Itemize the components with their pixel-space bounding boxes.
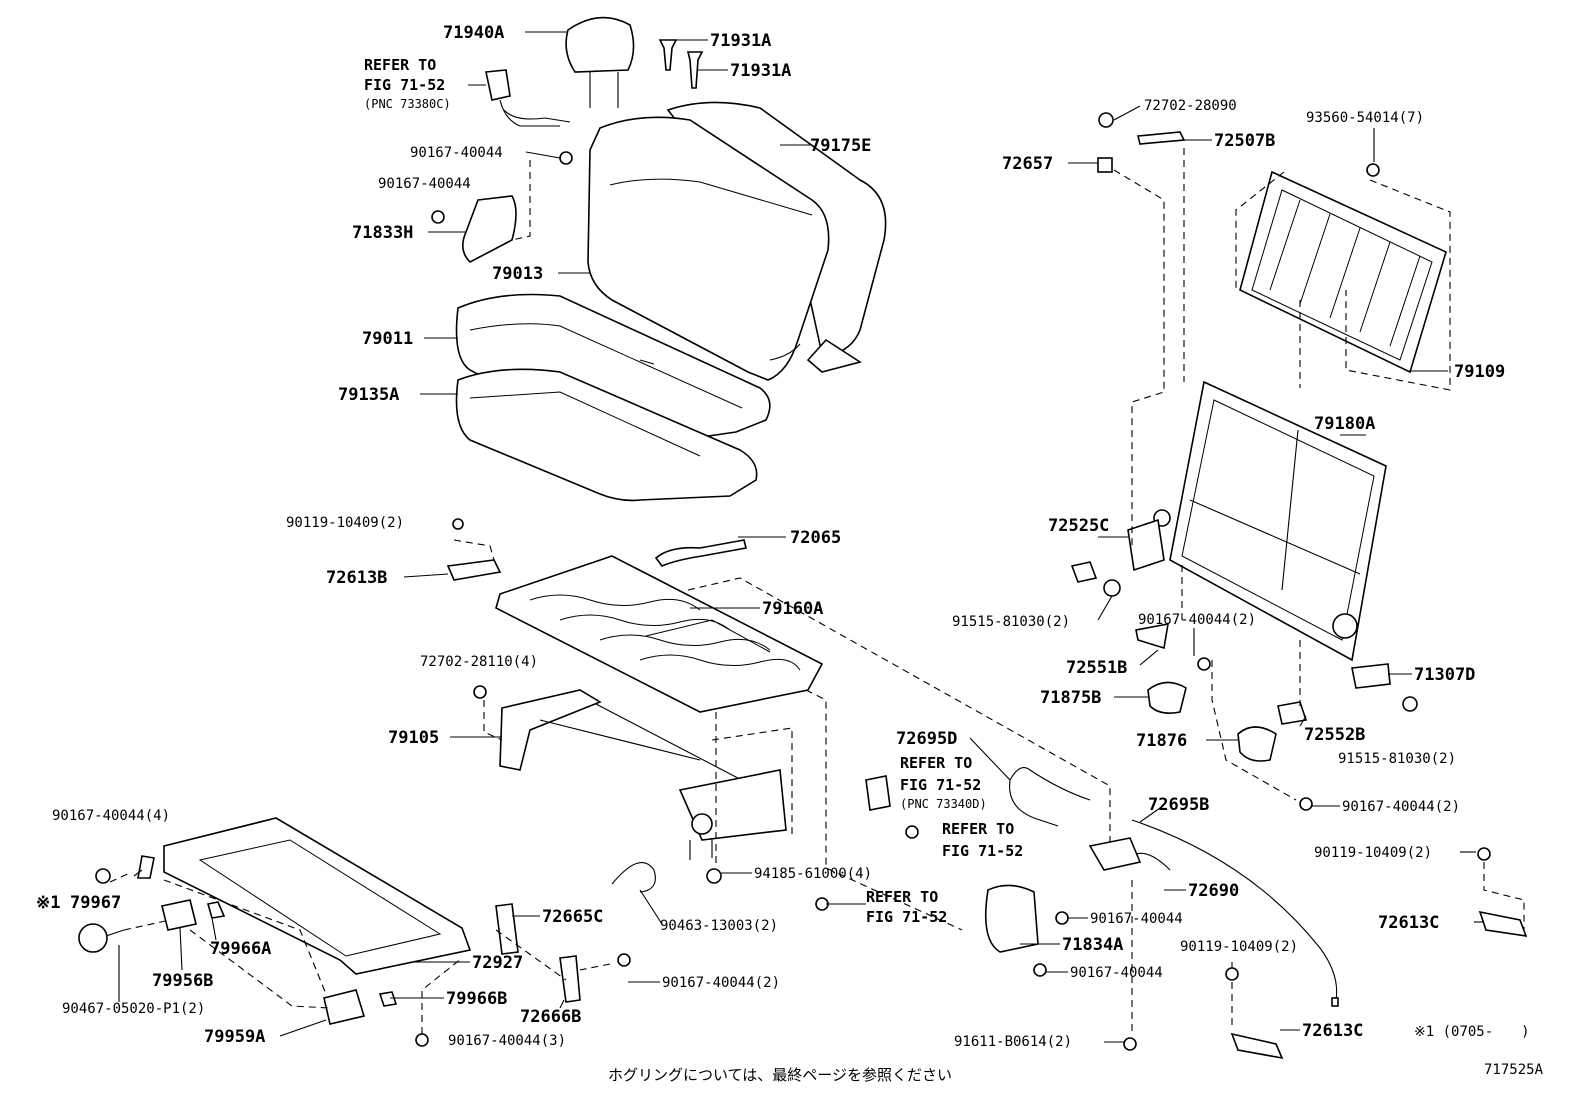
label-72695B[interactable]: 72695B [1148,795,1209,815]
refer-seatbelt-line2[interactable]: FIG 71-52 [364,76,445,94]
part-labels: 71940A 71931A 71931A 79175E REFER TO FIG… [36,23,1544,1084]
label-79109[interactable]: 79109 [1454,362,1505,382]
label-71940A[interactable]: 71940A [443,23,504,43]
label-71931A-lower[interactable]: 71931A [730,61,791,81]
seat-frame-drawing [495,555,824,713]
cable-72695b-drawing [1131,819,1339,1007]
label-72665C[interactable]: 72665C [542,907,603,927]
label-90467-05020[interactable]: 90467-05020-P1(2) [62,1001,205,1017]
label-79135A[interactable]: 79135A [338,385,399,405]
label-90119-10409-a[interactable]: 90119-10409(2) [286,515,404,531]
label-72657[interactable]: 72657 [1002,154,1053,174]
refer-bolt-mid-line1: REFER TO [866,888,938,906]
label-93560-54014[interactable]: 93560-54014(7) [1306,110,1424,126]
label-90167-40044-3[interactable]: 90167-40044(3) [448,1033,566,1049]
label-90167-40044-2b[interactable]: 90167-40044(2) [1342,799,1460,815]
label-90167-40044-b[interactable]: 90167-40044 [378,176,471,192]
refer-bolt-mid-line2[interactable]: FIG 71-52 [866,908,947,926]
label-90167-40044-c[interactable]: 90167-40044 [1090,911,1183,927]
label-91515-81030-b[interactable]: 91515-81030(2) [1338,751,1456,767]
label-79959A[interactable]: 79959A [204,1027,265,1047]
label-90463-13003[interactable]: 90463-13003(2) [660,918,778,934]
label-79967[interactable]: 79967 [70,893,121,913]
label-72525C[interactable]: 72525C [1048,516,1109,536]
note-marker: ※1 (0705- ) [1414,1024,1530,1040]
refer-cable-line1: REFER TO [900,754,972,772]
label-79013[interactable]: 79013 [492,264,543,284]
label-71875B[interactable]: 71875B [1040,688,1101,708]
label-90119-10409-b[interactable]: 90119-10409(2) [1314,845,1432,861]
label-72613C-b[interactable]: 72613C [1302,1021,1363,1041]
refer-bolt-low-line1: REFER TO [942,820,1014,838]
refer-seatbelt-pnc: (PNC 73380C) [364,97,451,111]
refer-bolt-low-line2[interactable]: FIG 71-52 [942,842,1023,860]
label-72702-28110[interactable]: 72702-28110(4) [420,654,538,670]
label-72702-28090[interactable]: 72702-28090 [1144,98,1237,114]
bolt-drawing [431,151,573,224]
label-71876[interactable]: 71876 [1136,731,1187,751]
label-90167-40044-2c[interactable]: 90167-40044(2) [662,975,780,991]
label-71307D[interactable]: 71307D [1414,665,1475,685]
label-79175E[interactable]: 79175E [810,136,871,156]
seatback-drawing [587,101,887,381]
label-72551B[interactable]: 72551B [1066,658,1127,678]
label-90167-40044-d[interactable]: 90167-40044 [1070,965,1163,981]
label-72065[interactable]: 72065 [790,528,841,548]
label-79105[interactable]: 79105 [388,728,439,748]
cover-71833h-drawing [462,195,517,263]
footer-note: ホグリングについては、最終ページを参照ください [608,1066,952,1084]
label-79180A[interactable]: 79180A [1314,414,1375,434]
seat-cushion-drawing [455,293,771,448]
figure-code: 717525A [1484,1062,1544,1078]
seatback-frame-drawing [1153,380,1387,662]
label-90167-40044-2a[interactable]: 90167-40044(2) [1138,612,1256,628]
label-91611-B0614[interactable]: 91611-B0614(2) [954,1034,1072,1050]
label-72507B[interactable]: 72507B [1214,131,1275,151]
refer-cable-pnc: (PNC 73340D) [900,797,987,811]
label-90167-40044-a[interactable]: 90167-40044 [410,145,503,161]
right-small-parts-drawing [1070,112,1528,1060]
label-79160A[interactable]: 79160A [762,599,823,619]
cable-72695d-drawing [865,767,1091,839]
refer-cable-line2[interactable]: FIG 71-52 [900,776,981,794]
headrest-drawing [565,16,635,108]
label-79956B[interactable]: 79956B [152,971,213,991]
label-72613B[interactable]: 72613B [326,568,387,588]
dashed-guides [109,148,1525,1036]
label-79966A[interactable]: 79966A [210,939,271,959]
label-79011[interactable]: 79011 [362,329,413,349]
label-90119-10409-c[interactable]: 90119-10409(2) [1180,939,1298,955]
label-72613C-a[interactable]: 72613C [1378,913,1439,933]
label-72552B[interactable]: 72552B [1304,725,1365,745]
label-72666B[interactable]: 72666B [520,1007,581,1027]
bracket-72613b-drawing [446,518,502,581]
label-91515-81030-a[interactable]: 91515-81030(2) [952,614,1070,630]
label-90167-40044-4[interactable]: 90167-40044(4) [52,808,170,824]
label-note-marker-1: ※1 [36,893,60,913]
lever-72065-drawing [654,539,747,567]
cover-71834a-drawing [984,884,1069,977]
latch-72690-drawing [1088,837,1171,871]
label-71931A-upper[interactable]: 71931A [710,31,771,51]
label-79966B[interactable]: 79966B [446,989,507,1009]
label-72695D[interactable]: 72695D [896,729,957,749]
pin-drawing [658,39,704,89]
label-71833H[interactable]: 71833H [352,223,413,243]
seatback-board-drawing [1239,170,1447,374]
label-72690[interactable]: 72690 [1188,881,1239,901]
cushion-pad-drawing [455,368,758,502]
seatbelt-buckle-drawing [485,69,571,127]
seat-hinge-drawing [499,689,787,860]
label-72927[interactable]: 72927 [472,953,523,973]
refer-seatbelt-line1: REFER TO [364,56,436,74]
label-71834A[interactable]: 71834A [1062,935,1123,955]
label-94185-61000[interactable]: 94185-61000(4) [754,866,872,882]
leader-lines [118,31,1484,1043]
